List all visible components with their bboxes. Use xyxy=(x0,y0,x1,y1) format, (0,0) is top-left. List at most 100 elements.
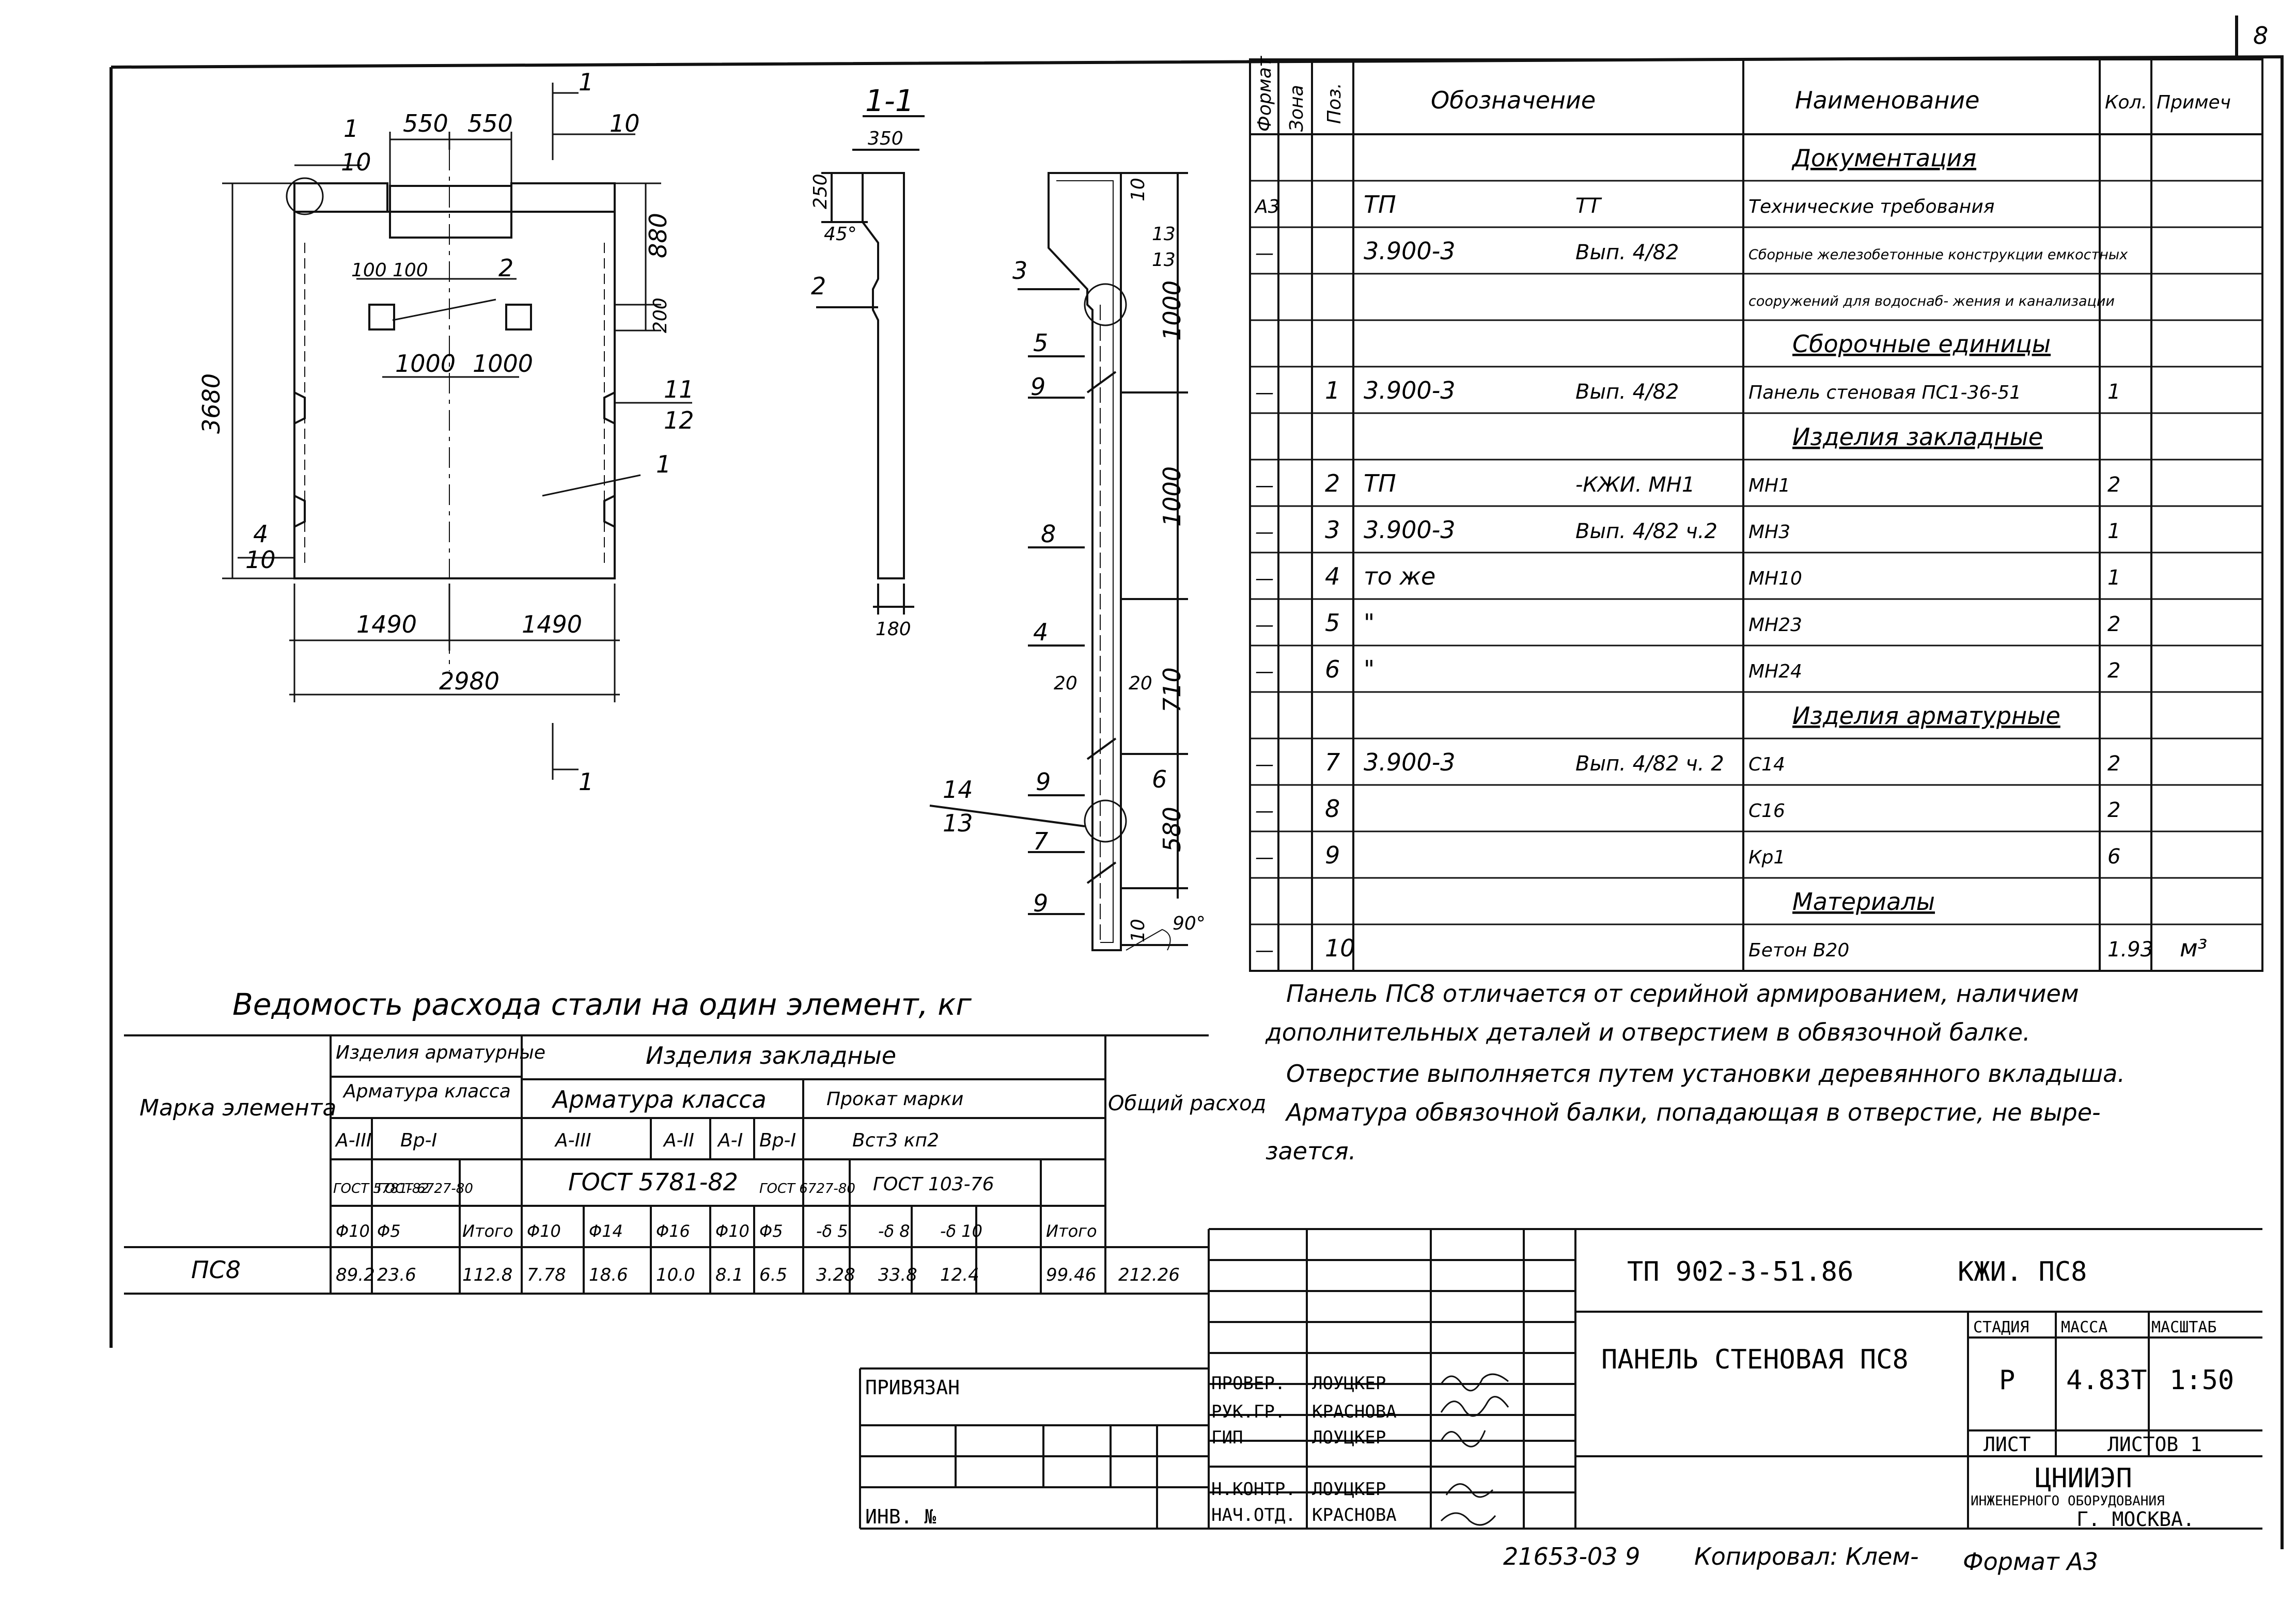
detail-callout-9a: 9 xyxy=(1030,373,1045,401)
callout-2: 2 xyxy=(498,254,513,282)
steel-gost-1: ГОСТ 5781-82 xyxy=(333,1181,429,1197)
steel-diameter: Φ10 xyxy=(336,1221,370,1241)
spec-row-name: МН24 xyxy=(1748,661,1802,682)
steel-class-vst3: Вст3 кп2 xyxy=(852,1130,939,1151)
spec-row-name: МН23 xyxy=(1748,615,1802,636)
spec-table-grid xyxy=(1249,58,2263,972)
spec-row-code: 3.900-3 xyxy=(1364,237,1456,265)
steel-value: 23.6 xyxy=(377,1265,416,1285)
tb-org-3: Г. МОСКВА. xyxy=(2076,1508,2195,1531)
spec-row-format: — xyxy=(1255,522,1274,543)
spec-row-name: Панель стеновая ПС1-36-51 xyxy=(1748,382,2021,403)
detail-callout-8: 8 xyxy=(1041,520,1056,548)
detail-callout-4: 4 xyxy=(1033,618,1048,646)
tb-privyazan: ПРИВЯЗАН xyxy=(865,1376,960,1399)
spec-row-name: Кр1 xyxy=(1748,847,1785,868)
spec-row-name: Технические требования xyxy=(1748,196,1994,217)
section-mark-bottom: 1 xyxy=(579,768,593,796)
spec-header-qty: Кол. xyxy=(2105,92,2147,113)
dim-hole-gap-left: 100 xyxy=(351,260,387,281)
spec-row-qty: 6 xyxy=(2107,845,2120,869)
dim-880: 880 xyxy=(644,213,672,258)
detail-callout-7: 7 xyxy=(1033,827,1048,855)
spec-header-code: Обозначение xyxy=(1431,86,1596,114)
section-dim-350: 350 xyxy=(868,128,903,149)
dim-bottom-left: 1490 xyxy=(356,610,417,638)
steel-value: 212.26 xyxy=(1118,1265,1180,1285)
spec-row-format: — xyxy=(1255,800,1274,822)
spec-row-format: — xyxy=(1255,754,1274,775)
steel-arm-class: Арматура класса xyxy=(342,1081,511,1102)
spec-row-format: — xyxy=(1255,475,1274,496)
tb-code: ТП 902-3-51.86 xyxy=(1627,1256,1853,1287)
steel-value: 8.1 xyxy=(715,1265,743,1285)
steel-diameter: Φ10 xyxy=(527,1221,561,1241)
steel-row-mark: ПС8 xyxy=(191,1256,241,1284)
callout-4: 4 xyxy=(253,520,268,548)
tb-stage: Р xyxy=(1999,1365,2015,1396)
section-title: 1-1 xyxy=(865,83,914,118)
dim-hole-span-right: 1000 xyxy=(473,350,533,377)
sheet-frame xyxy=(110,15,2284,1549)
spec-row-qty: 2 xyxy=(2107,798,2120,822)
spec-row-code: 3.900-3 xyxy=(1364,748,1456,776)
spec-row-name: МН10 xyxy=(1748,568,1802,589)
note-line-5: зается. xyxy=(1266,1137,1356,1165)
detail-dim-710: 710 xyxy=(1158,667,1186,713)
detail-dim-1000-a: 1000 xyxy=(1158,280,1186,341)
staff-name: КРАСНОВА xyxy=(1312,1402,1397,1422)
page-number: 8 xyxy=(2253,22,2268,50)
spec-row-name: Бетон В20 xyxy=(1748,940,1849,961)
panel-dimensions xyxy=(222,83,692,780)
detail-angle: 90° xyxy=(1173,913,1206,934)
tb-inv: ИНВ. № xyxy=(865,1505,936,1528)
spec-row-name: МН1 xyxy=(1748,475,1790,496)
spec-row-qty: 1.93 xyxy=(2107,938,2153,962)
steel-col-mark: Марка элемента xyxy=(139,1095,336,1121)
steel-diameter: -δ 8 xyxy=(878,1221,910,1241)
detail-dim-1000-b: 1000 xyxy=(1158,466,1186,527)
staff-name: ЛОУЦКЕР xyxy=(1312,1427,1386,1448)
dim-hole-gap-right: 100 xyxy=(393,260,428,281)
callout-10-top: 10 xyxy=(341,148,371,176)
detail-callout-3: 3 xyxy=(1012,257,1027,285)
spec-row-name: Сборочные единицы xyxy=(1792,330,2051,358)
spec-row-format: — xyxy=(1255,661,1274,682)
tb-scale: 1:50 xyxy=(2169,1365,2234,1396)
steel-group-zakl: Изделия закладные xyxy=(646,1042,896,1069)
spec-row-pos: 10 xyxy=(1325,934,1355,962)
spec-row-name: Материалы xyxy=(1792,888,1935,916)
steel-gost-5: ГОСТ 103-76 xyxy=(873,1174,994,1195)
staff-name: КРАСНОВА xyxy=(1312,1505,1397,1525)
steel-diameter: Φ5 xyxy=(759,1221,783,1241)
steel-gost-4: ГОСТ 6727-80 xyxy=(759,1181,855,1197)
spec-header-format: Формат xyxy=(1254,56,1275,132)
staff-name: ЛОУЦКЕР xyxy=(1312,1479,1386,1500)
steel-diameter: Итого xyxy=(462,1221,513,1241)
dim-top-right: 550 xyxy=(467,109,513,137)
section-profile xyxy=(816,115,925,615)
spec-row-name: Изделия закладные xyxy=(1792,423,2043,451)
steel-value: 112.8 xyxy=(462,1265,512,1285)
spec-row-code: то же xyxy=(1364,562,1435,590)
detail-callout-13c: 13 xyxy=(943,809,973,837)
steel-total-header: Общий расход xyxy=(1108,1092,1266,1115)
tb-sheets: ЛИСТОВ 1 xyxy=(2107,1433,2202,1456)
steel-class-vr1b: Вр-I xyxy=(759,1130,796,1151)
spec-row-code: " xyxy=(1364,609,1375,637)
spec-row-code2: Вып. 4/82 xyxy=(1575,380,1679,404)
dim-top-left: 550 xyxy=(403,109,448,137)
detail-callout-14: 14 xyxy=(943,776,973,804)
steel-value: 6.5 xyxy=(759,1265,787,1285)
steel-diameter: Φ5 xyxy=(377,1221,401,1241)
detail-callout-9b: 9 xyxy=(1036,768,1051,796)
spec-row-qty: 2 xyxy=(2107,473,2120,497)
steel-prokat: Прокат марки xyxy=(826,1089,963,1110)
steel-table-grid xyxy=(124,1034,1209,1295)
spec-row-name: Сборные железобетонные конструкции емкос… xyxy=(1748,247,2128,263)
steel-diameter: -δ 5 xyxy=(816,1221,848,1241)
spec-row-pos: 5 xyxy=(1325,609,1340,637)
spec-row-code2: Вып. 4/82 ч.2 xyxy=(1575,520,1717,543)
